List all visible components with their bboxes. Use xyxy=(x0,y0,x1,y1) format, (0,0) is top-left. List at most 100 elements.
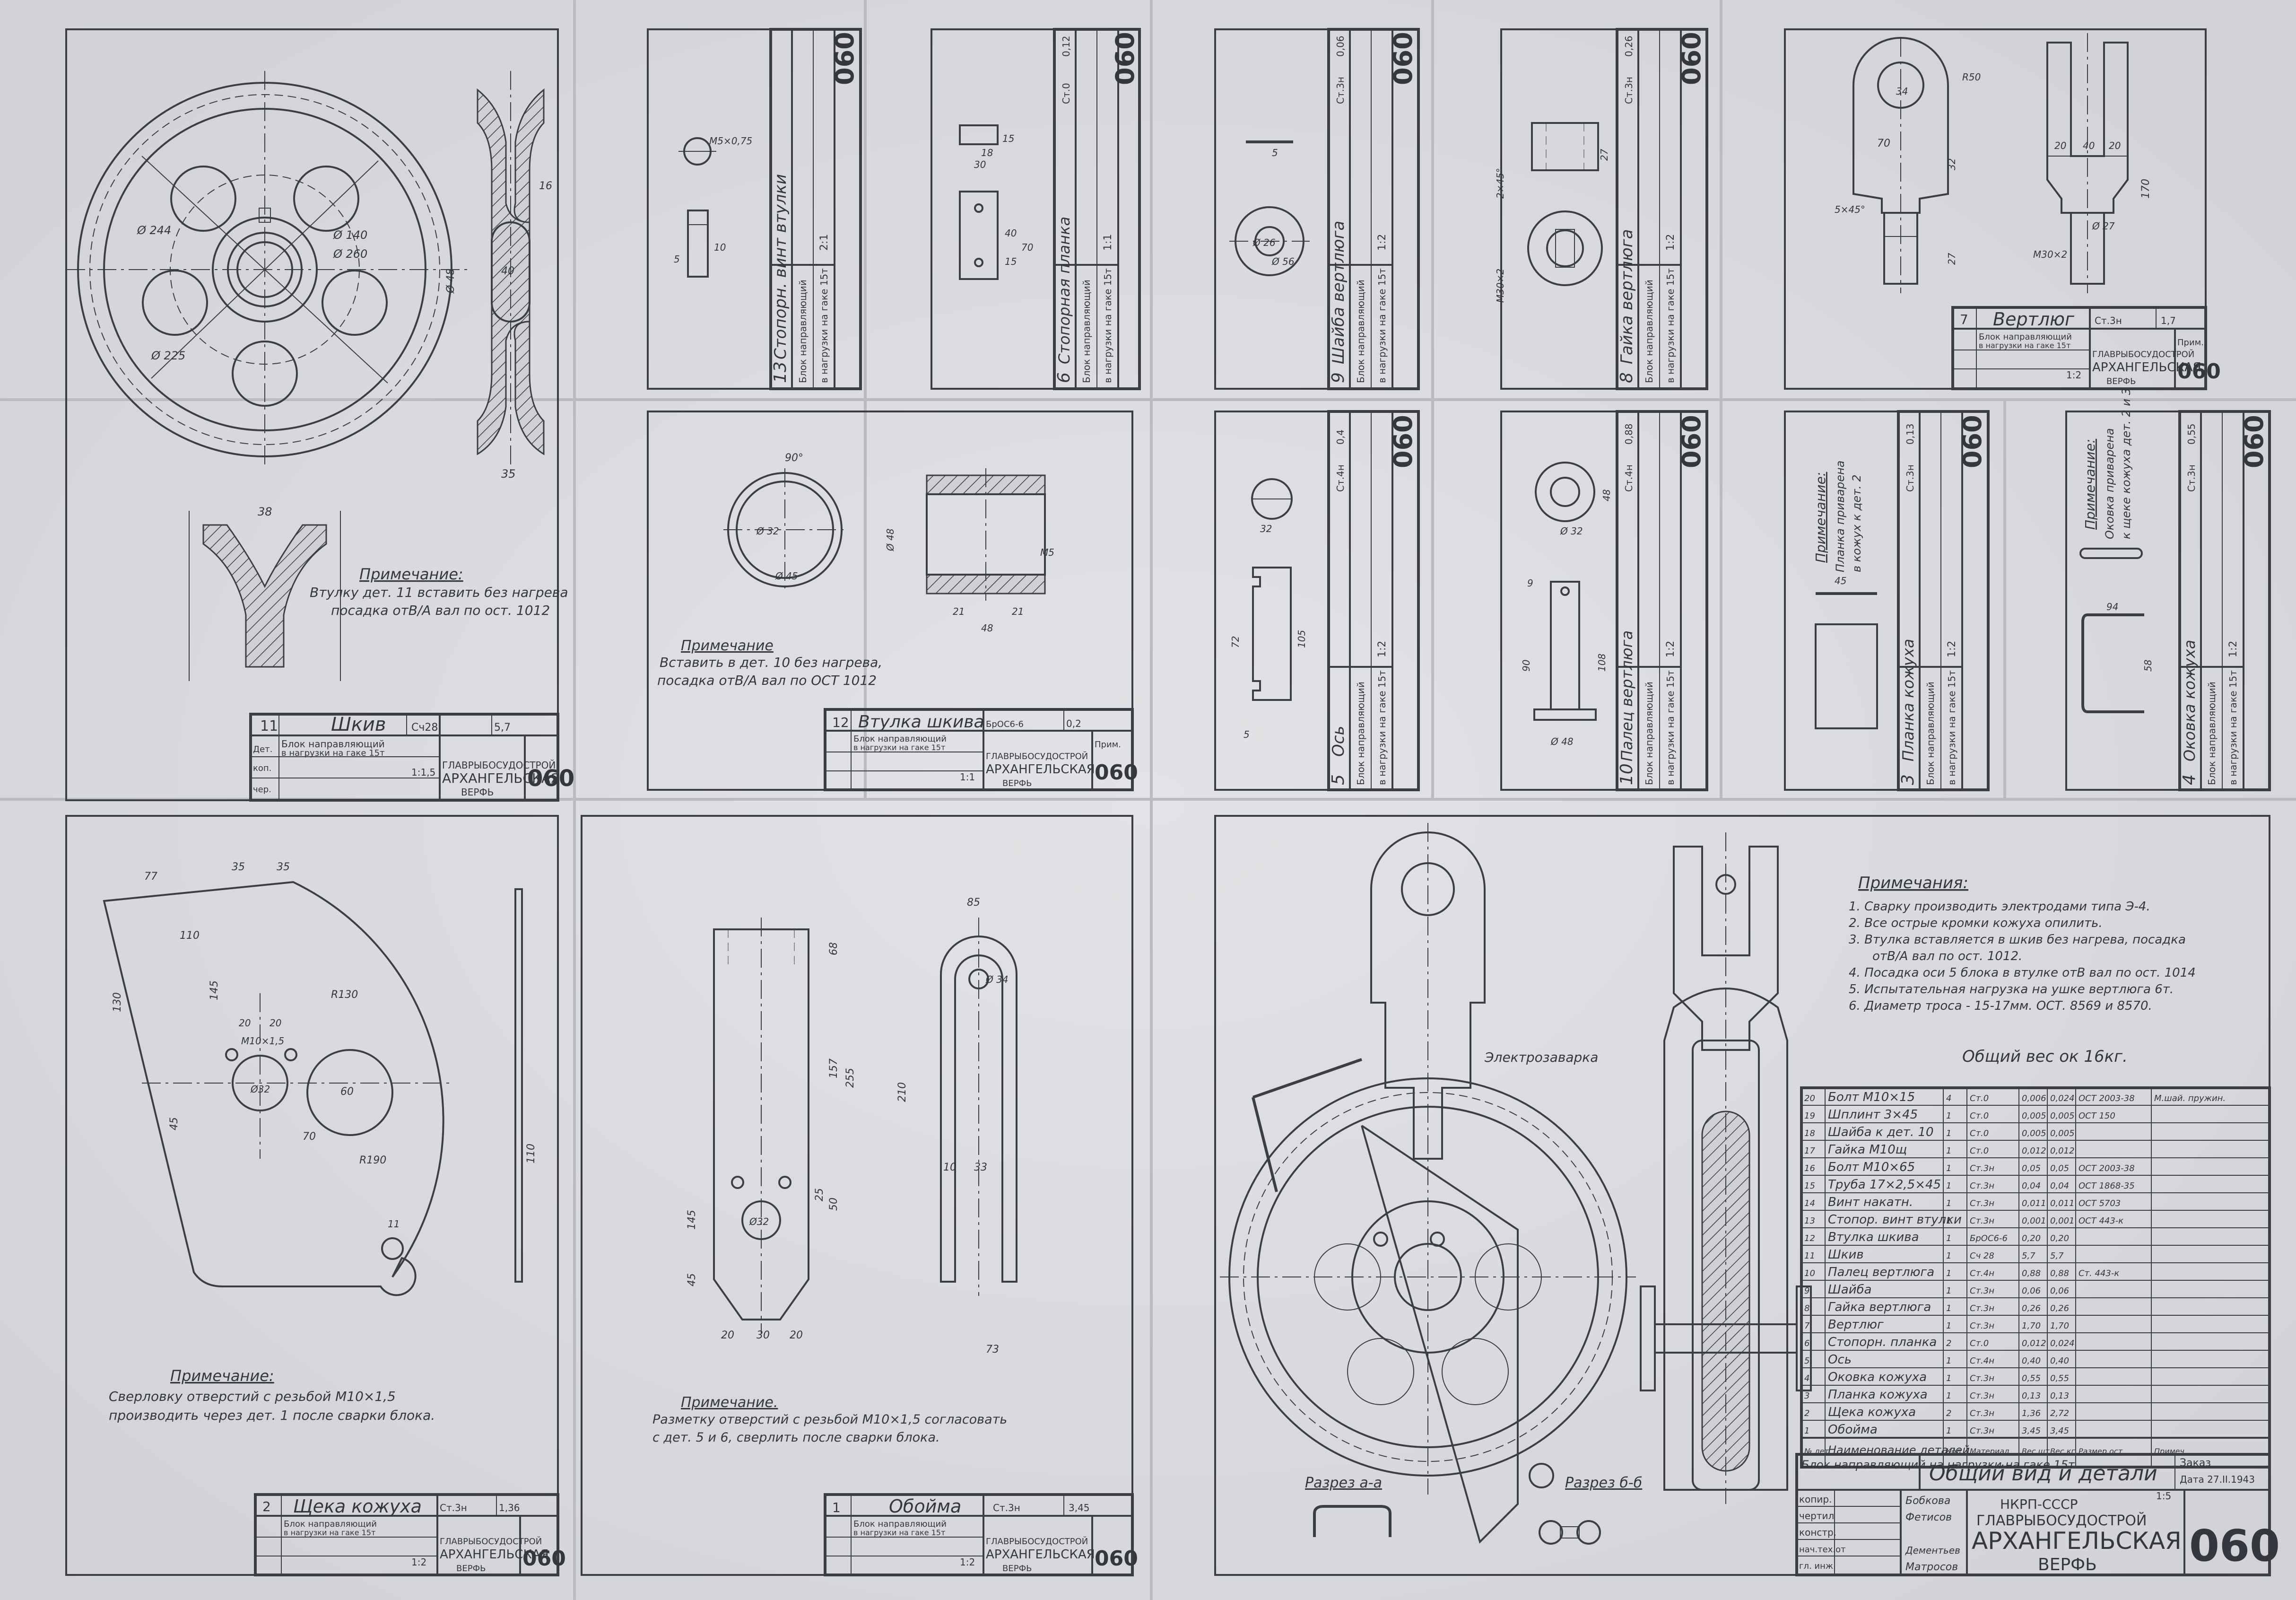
panel-swivel-pin: Ø 32 48 90 108 Ø 48 9 10 Палец вертлюга … xyxy=(1500,410,1708,791)
svg-text:АРХАНГЕЛЬСКАЯ: АРХАНГЕЛЬСКАЯ xyxy=(986,762,1095,777)
bom-cell: Вертлюг xyxy=(1828,1318,1884,1332)
svg-text:Дементьев: Дементьев xyxy=(1905,1545,1960,1556)
bom-cell: Щека кожуха xyxy=(1828,1405,1916,1419)
panel-swivel: 70 34 R50 20 40 20 Ø 27 170 32 27 M30×2 … xyxy=(1784,28,2221,390)
svg-text:0,12: 0,12 xyxy=(1061,35,1072,57)
svg-text:27: 27 xyxy=(1599,149,1610,161)
svg-text:68: 68 xyxy=(828,942,840,955)
bom-cell: 0,012 xyxy=(2022,1146,2046,1156)
bom-cell: 0,011 xyxy=(2022,1198,2046,1208)
svg-text:1,36: 1,36 xyxy=(499,1502,520,1513)
bom-cell: 1 xyxy=(1946,1251,1951,1261)
panel-swivel-washer: 5 Ø 56 Ø 26 9 Шайба вертлюга Ст.3н 0,06 … xyxy=(1214,28,1420,390)
svg-text:Блок направляющий: Блок направляющий xyxy=(1355,280,1366,383)
assembly-sections xyxy=(1313,1505,1601,1545)
svg-text:35: 35 xyxy=(232,861,245,873)
bom-cell: 1 xyxy=(1946,1373,1951,1383)
svg-text:145: 145 xyxy=(209,980,220,1000)
bom-cell: 1,70 xyxy=(2022,1321,2041,1331)
svg-text:0,55: 0,55 xyxy=(2186,423,2197,445)
bom-cell: 17 xyxy=(1804,1146,1815,1156)
bom-cell: 0,011 xyxy=(2050,1198,2075,1208)
svg-text:Ø 26: Ø 26 xyxy=(1252,237,1276,248)
bom-cell: 0,05 xyxy=(2050,1163,2069,1173)
bom-cell: Ст.3н xyxy=(1970,1321,1994,1331)
svg-text:3: 3 xyxy=(1898,774,1918,785)
bom-cell: 2 xyxy=(1946,1338,1951,1348)
svg-text:Блок направляющий: Блок направляющий xyxy=(853,1519,947,1529)
svg-text:060: 060 xyxy=(2189,1521,2280,1571)
bom-cell: 18 xyxy=(1804,1128,1815,1138)
svg-text:6. Диаметр троса - 15-17мм. ОС: 6. Диаметр троса - 15-17мм. ОСТ. 8569 и … xyxy=(1849,999,2152,1013)
svg-text:Общий вид и детали: Общий вид и детали xyxy=(1929,1461,2157,1486)
bom-cell: Палец вертлюга xyxy=(1828,1265,1934,1279)
svg-text:30: 30 xyxy=(974,159,986,170)
casing-band-title-block: 4 Оковка кожуха Ст.3н 0,55 Блок направля… xyxy=(2178,410,2271,791)
svg-text:4: 4 xyxy=(2180,774,2199,785)
svg-text:73: 73 xyxy=(986,1344,999,1355)
svg-text:2. Все острые кромки кожуха оп: 2. Все острые кромки кожуха опилить. xyxy=(1849,916,2103,930)
sheave-note: Примечание: Втулку дет. 11 вставить без … xyxy=(310,565,568,618)
svg-text:18: 18 xyxy=(981,147,993,158)
yoke-note: Примечание. Разметку отверстий с резьбой… xyxy=(652,1394,1007,1445)
svg-text:ГЛАВРЫБОСУДОСТРОЙ: ГЛАВРЫБОСУДОСТРОЙ xyxy=(1976,1512,2147,1529)
svg-text:Блок направляющий: Блок направляющий xyxy=(797,280,809,383)
swivel-title-block: 7 Вертлюг Ст.3н 1,7 Блок направляющий в … xyxy=(1951,306,2221,390)
svg-text:Общий вес ок 16кг.: Общий вес ок 16кг. xyxy=(1962,1047,2128,1066)
svg-text:Примечание:: Примечание: xyxy=(359,565,463,583)
svg-text:105: 105 xyxy=(1296,630,1307,648)
svg-text:Ø 48: Ø 48 xyxy=(445,269,457,294)
svg-text:Блок направляющий: Блок направляющий xyxy=(1355,682,1366,785)
svg-text:производить через дет. 1 после: производить через дет. 1 после сварки бл… xyxy=(109,1408,435,1423)
svg-text:45: 45 xyxy=(168,1117,180,1130)
bom-cell: ОСТ 150 xyxy=(2079,1111,2115,1121)
axle-title-block: 5 Ось Ст.4н 0,4 Блок направляющий в нагр… xyxy=(1327,410,1420,791)
bom-cell: 0,06 xyxy=(2022,1286,2041,1296)
panel-stop-plate: 15 18 30 40 15 70 6 Стопорная планка Ст.… xyxy=(931,28,1141,390)
svg-text:70: 70 xyxy=(303,1131,316,1143)
svg-text:0,4: 0,4 xyxy=(1335,429,1346,445)
swivel-pin-title-block: 10 Палец вертлюга Ст.4н 0,88 Блок направ… xyxy=(1616,410,1708,791)
svg-text:Ø 244: Ø 244 xyxy=(137,224,171,237)
bom-cell: Ст.4н xyxy=(1970,1356,1994,1366)
svg-text:1. Сварку производить электрод: 1. Сварку производить электродами типа Э… xyxy=(1849,900,2150,914)
bom-cell: 0,001 xyxy=(2050,1216,2075,1226)
bom-cell: 1 xyxy=(1946,1181,1951,1191)
svg-text:НКРП-СССР: НКРП-СССР xyxy=(2000,1496,2078,1512)
assembly-notes: Примечания: 1. Сварку производить электр… xyxy=(1849,874,2196,1066)
svg-text:58: 58 xyxy=(2142,660,2154,672)
svg-text:40: 40 xyxy=(501,265,514,277)
svg-text:94: 94 xyxy=(2106,601,2118,612)
svg-text:060: 060 xyxy=(522,1547,566,1571)
svg-text:72: 72 xyxy=(1230,636,1241,648)
panel-sheave: Ø 244 Ø 140 Ø 260 Ø 225 Ø 48 38 35 40 16… xyxy=(65,28,574,802)
svg-text:к щеке кожуха дет. 2 и 3: к щеке кожуха дет. 2 и 3 xyxy=(2120,388,2133,539)
bushing-note: Примечание Вставить в дет. 10 без нагрев… xyxy=(657,638,882,688)
svg-text:060: 060 xyxy=(1388,415,1418,468)
bom-cell: 5 xyxy=(1804,1356,1809,1366)
bom-cell: Труба 17×2,5×45 xyxy=(1828,1178,1941,1192)
bom-cell: 9 xyxy=(1804,1286,1809,1296)
svg-text:0,13: 0,13 xyxy=(1905,423,1916,445)
svg-text:Ст.3н: Ст.3н xyxy=(1623,77,1635,104)
svg-text:АРХАНГЕЛЬСКАЯ: АРХАНГЕЛЬСКАЯ xyxy=(442,770,560,786)
svg-text:в нагрузки на гаке 15т: в нагрузки на гаке 15т xyxy=(818,268,830,383)
svg-text:32: 32 xyxy=(1260,523,1272,534)
svg-text:45: 45 xyxy=(686,1273,698,1286)
svg-text:5: 5 xyxy=(1329,774,1348,785)
svg-text:Ø 140: Ø 140 xyxy=(333,228,367,242)
svg-text:Фетисов: Фетисов xyxy=(1905,1512,1952,1523)
panel-general-assembly: Электрозаварка Разрез а-а Разрез б-б При… xyxy=(1214,815,2280,1576)
svg-text:Палец вертлюга: Палец вертлюга xyxy=(1618,630,1636,761)
svg-text:21: 21 xyxy=(953,606,965,617)
yoke-front-view xyxy=(713,918,809,1334)
bom-cell: ОСТ 1868-35 xyxy=(2079,1181,2135,1191)
svg-text:1:2: 1:2 xyxy=(1946,641,1958,657)
bom-cell: Гайка вертлюга xyxy=(1828,1300,1931,1314)
svg-text:Прим.: Прим. xyxy=(2177,338,2204,348)
svg-text:Стопорная планка: Стопорная планка xyxy=(1055,217,1073,364)
bom-cell: БрОС6-6 xyxy=(1970,1233,2008,1243)
bom-cell: 0,06 xyxy=(2050,1286,2069,1296)
bom-cell: 0,88 xyxy=(2022,1268,2041,1278)
bom-cell: 0,006 xyxy=(2022,1093,2046,1103)
